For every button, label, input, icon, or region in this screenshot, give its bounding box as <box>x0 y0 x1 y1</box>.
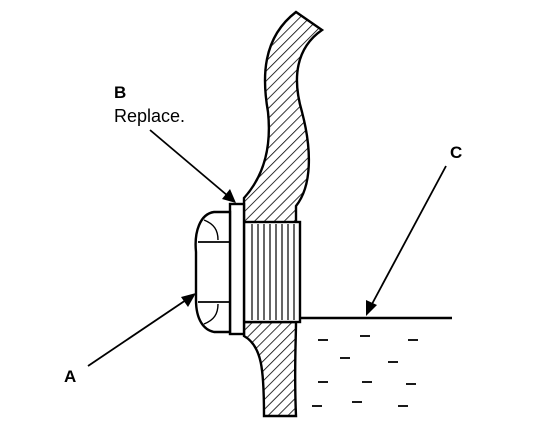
oil-pan-wall-lower <box>242 320 298 418</box>
sealing-washer <box>228 202 246 336</box>
label-c: C <box>450 143 462 162</box>
oil-dashes <box>312 335 418 407</box>
oil-pan-wall <box>242 10 325 228</box>
leader-arrow-a <box>87 293 196 367</box>
drain-bolt-head <box>194 210 232 334</box>
leader-arrow-b <box>149 129 236 203</box>
drain-plug-shank <box>242 220 302 324</box>
label-b: B <box>114 83 126 102</box>
label-a: A <box>64 367 76 386</box>
label-b-note: Replace. <box>114 106 185 126</box>
leader-arrow-c <box>366 165 447 316</box>
